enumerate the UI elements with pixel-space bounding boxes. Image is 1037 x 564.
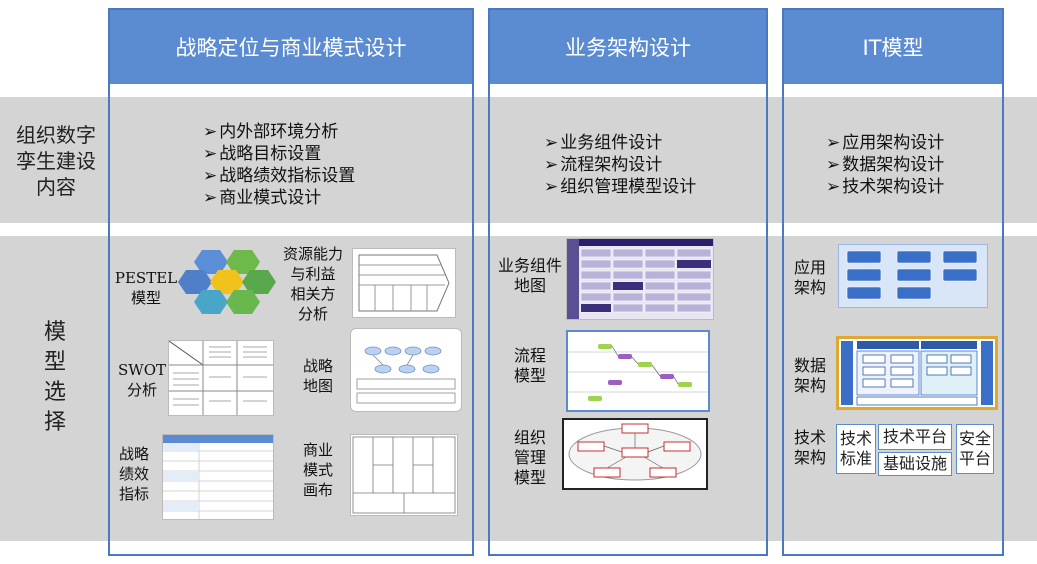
column-header-strategy: 战略定位与商业模式设计 bbox=[110, 10, 472, 84]
bullet-item: 内外部环境分析 bbox=[203, 121, 355, 143]
bullet-item: 商业模式设计 bbox=[203, 187, 355, 209]
strategy-map-thumbnail bbox=[350, 328, 462, 412]
it-bullet-list: 应用架构设计 数据架构设计 技术架构设计 bbox=[826, 132, 944, 198]
data-architecture-thumbnail bbox=[836, 336, 998, 410]
pestel-label: PESTEL 模型 bbox=[114, 269, 178, 307]
row-label-model: 模 型 选 择 bbox=[43, 320, 66, 435]
pestel-hexagon-diagram bbox=[176, 246, 280, 318]
value-chain-thumbnail bbox=[352, 248, 456, 318]
bullet-item: 战略绩效指标设置 bbox=[203, 165, 355, 187]
swot-matrix-thumbnail bbox=[168, 340, 274, 416]
column-header-it: IT模型 bbox=[784, 10, 1002, 84]
bullet-item: 流程架构设计 bbox=[544, 154, 696, 176]
resource-stakeholder-label: 资源能力 与利益 相关方 分析 bbox=[282, 245, 343, 323]
bullet-item: 技术架构设计 bbox=[826, 176, 944, 198]
column-strategy: 战略定位与商业模式设计 bbox=[108, 8, 474, 556]
row-label-content: 组织数字 孪生建设 内容 bbox=[16, 123, 96, 199]
tech-platform-box: 技术平台 bbox=[878, 424, 952, 450]
process-model-thumbnail bbox=[566, 330, 710, 412]
component-map-label: 业务组件 地图 bbox=[497, 256, 562, 295]
data-architecture-label: 数据 架构 bbox=[793, 356, 826, 395]
tech-infrastructure-box: 基础设施 bbox=[878, 452, 952, 476]
bullet-item: 组织管理模型设计 bbox=[544, 176, 696, 198]
business-bullet-list: 业务组件设计 流程架构设计 组织管理模型设计 bbox=[544, 132, 696, 198]
bullet-item: 业务组件设计 bbox=[544, 132, 696, 154]
column-business: 业务架构设计 bbox=[488, 8, 768, 556]
component-map-thumbnail bbox=[566, 238, 714, 320]
bullet-item: 应用架构设计 bbox=[826, 132, 944, 154]
strategy-bullet-list: 内外部环境分析 战略目标设置 战略绩效指标设置 商业模式设计 bbox=[203, 121, 355, 209]
column-header-business: 业务架构设计 bbox=[490, 10, 766, 84]
app-architecture-thumbnail bbox=[838, 244, 988, 308]
strategy-map-label: 战略 地图 bbox=[302, 357, 333, 395]
business-canvas-label: 商业 模式 画布 bbox=[302, 441, 333, 499]
security-platform-box: 安全 平台 bbox=[956, 424, 994, 474]
swot-label: SWOT 分析 bbox=[118, 361, 166, 399]
kpi-table-thumbnail bbox=[162, 434, 274, 520]
org-model-label: 组织 管理 模型 bbox=[513, 428, 546, 487]
tech-standard-box: 技术 标准 bbox=[836, 424, 876, 474]
business-canvas-thumbnail bbox=[350, 434, 458, 516]
column-it: IT模型 bbox=[782, 8, 1004, 556]
process-model-label: 流程 模型 bbox=[513, 346, 546, 385]
kpi-label: 战略 绩效 指标 bbox=[118, 445, 149, 503]
bullet-item: 战略目标设置 bbox=[203, 143, 355, 165]
app-architecture-label: 应用 架构 bbox=[793, 258, 826, 297]
bullet-item: 数据架构设计 bbox=[826, 154, 944, 176]
org-model-thumbnail bbox=[562, 418, 708, 490]
tech-architecture-label: 技术 架构 bbox=[793, 428, 826, 467]
